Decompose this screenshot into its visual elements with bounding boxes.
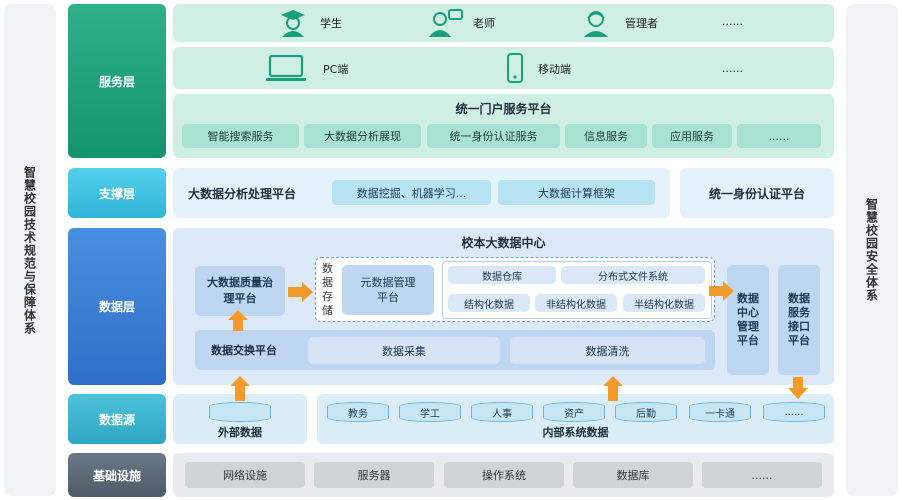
storage-types: 数据仓库 分布式文件系统 结构化数据 非结构化数据 半结构化数据 (442, 261, 712, 319)
user-student: 学生 (320, 17, 342, 30)
infra-more: ...... (702, 462, 822, 488)
auth-title: 统一身份认证平台 (708, 186, 805, 201)
semi-structured-data: 半结构化数据 (623, 294, 705, 312)
external-label: 外部数据 (218, 426, 262, 439)
infra-layer-label: 基础设施 (68, 453, 166, 497)
exchange-title: 数据交换平台 (211, 344, 277, 357)
terminal-more: ...... (722, 61, 743, 75)
api-platform: 数据服务接口平台 (778, 265, 820, 375)
support-item-compute: 大数据计算框架 (498, 180, 655, 205)
source-zichan: 资产 (543, 402, 605, 422)
user-teacher: 老师 (473, 17, 495, 30)
terminals-row: PC端 移动端 ...... (173, 47, 834, 89)
support-layer-label: 支撑层 (68, 168, 166, 218)
mgmt-platform: 数据中心管理平台 (727, 265, 769, 375)
portal-item-auth: 统一身份认证服务 (427, 124, 560, 148)
analysis-title: 大数据分析处理平台 (188, 186, 297, 201)
collect: 数据采集 (308, 337, 500, 364)
security-column: 智慧校园安全体系 (846, 4, 898, 496)
analysis-platform: 大数据分析处理平台 数据挖掘、机器学习... 大数据计算框架 (173, 168, 670, 218)
quality-platform: 大数据质量治理平台 (195, 266, 285, 316)
warehouse: 数据仓库 (448, 266, 556, 284)
support-item-mining: 数据挖掘、机器学习... (332, 180, 491, 205)
source-renshi: 人事 (471, 402, 533, 422)
portal-item-info: 信息服务 (565, 124, 647, 148)
tech-spec-label: 智慧校园技术规范与保障体系 (22, 165, 37, 335)
clean: 数据清洗 (510, 337, 705, 364)
terminal-pc: PC端 (323, 63, 349, 76)
infra-row: 网络设施 服务器 操作系统 数据库 ...... (173, 453, 834, 497)
terminal-mobile: 移动端 (538, 63, 571, 76)
internal-source: 教务 学工 人事 资产 后勤 一卡通 ...... 内部系统数据 (317, 394, 834, 444)
portal-item-more: ...... (737, 124, 821, 148)
security-label: 智慧校园安全体系 (864, 198, 879, 302)
dfs: 分布式文件系统 (561, 266, 705, 284)
users-row: 学生 老师 管理者 ...... (173, 4, 834, 42)
auth-platform: 统一身份认证平台 (680, 168, 834, 218)
portal-platform: 统一门户服务平台 智能搜索服务 大数据分析展现 统一身份认证服务 信息服务 应用… (173, 94, 834, 158)
infra-server: 服务器 (314, 462, 434, 488)
internal-label: 内部系统数据 (542, 426, 609, 439)
portal-item-search: 智能搜索服务 (182, 124, 299, 148)
unstructured-data: 非结构化数据 (535, 294, 617, 312)
source-xuegong: 学工 (399, 402, 461, 422)
arrow-api-down (788, 377, 808, 399)
source-layer-label: 数据源 (68, 394, 166, 444)
student-icon (281, 10, 305, 37)
portal-title: 统一门户服务平台 (455, 101, 552, 116)
user-admin: 管理者 (625, 17, 658, 30)
structured-data: 结构化数据 (448, 294, 530, 312)
source-more: ...... (763, 402, 825, 422)
storage-label: 数据存储 (322, 262, 333, 317)
data-center-title: 校本大数据中心 (461, 235, 546, 250)
exchange-platform: 数据交换平台 数据采集 数据清洗 (195, 330, 715, 370)
arrow-exchange-to-quality (228, 310, 248, 331)
data-layer-label: 数据层 (68, 228, 166, 385)
source-houqin: 后勤 (615, 402, 677, 422)
user-more: ...... (722, 14, 743, 28)
mobile-icon (507, 53, 523, 83)
arrow-storage-to-mgmt (709, 281, 734, 301)
pc-icon (266, 55, 306, 81)
source-jiaowu: 教务 (327, 402, 389, 422)
teacher-icon (429, 9, 463, 37)
storage-box: 数据存储 元数据管理平台 数据仓库 分布式文件系统 结构化数据 非结构化数据 半… (315, 257, 715, 322)
tech-spec-column: 智慧校园技术规范与保障体系 (4, 4, 56, 496)
service-layer-label: 服务层 (68, 4, 166, 158)
arrow-quality-to-storage (288, 282, 313, 302)
arrow-internal-up (603, 376, 623, 401)
admin-icon (584, 11, 608, 37)
data-center: 校本大数据中心 大数据质量治理平台 数据存储 元数据管理平台 数据仓库 分布式文… (173, 228, 834, 385)
infra-os: 操作系统 (444, 462, 564, 488)
portal-item-app: 应用服务 (652, 124, 732, 148)
external-db-icon (209, 402, 271, 422)
external-source: 外部数据 (173, 394, 307, 444)
source-yikatong: 一卡通 (689, 402, 751, 422)
infra-network: 网络设施 (185, 462, 305, 488)
infra-database: 数据库 (573, 462, 693, 488)
arrow-external-up (230, 376, 250, 401)
meta-platform: 元数据管理平台 (342, 265, 434, 315)
portal-item-analysis: 大数据分析展现 (304, 124, 421, 148)
